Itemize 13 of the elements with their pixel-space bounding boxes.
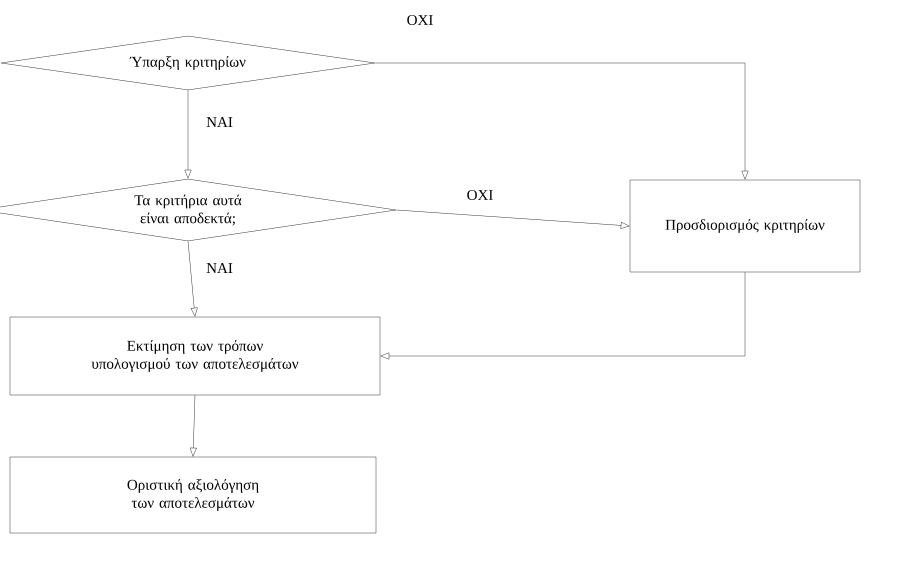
process-box: Εκτίμηση των τρόπων υπολογισμού των αποτελεσμάτων <box>10 316 380 396</box>
edge-label: ΝΑΙ <box>206 263 232 273</box>
process-box: Οριστική αξιολόγηση των αποτελεσμάτων <box>10 456 376 534</box>
arrow <box>184 90 192 178</box>
edge-label: ΝΑΙ <box>206 117 232 127</box>
edge-label: ΟΧΙ <box>467 190 493 200</box>
arrow <box>396 210 630 229</box>
arrow <box>380 272 746 360</box>
process-box: Προσδιορισμός κριτηρίων <box>630 180 860 272</box>
arrow <box>190 395 197 456</box>
arrow <box>375 62 748 180</box>
arrow <box>188 241 198 316</box>
edge-label: ΟΧΙ <box>407 14 433 26</box>
